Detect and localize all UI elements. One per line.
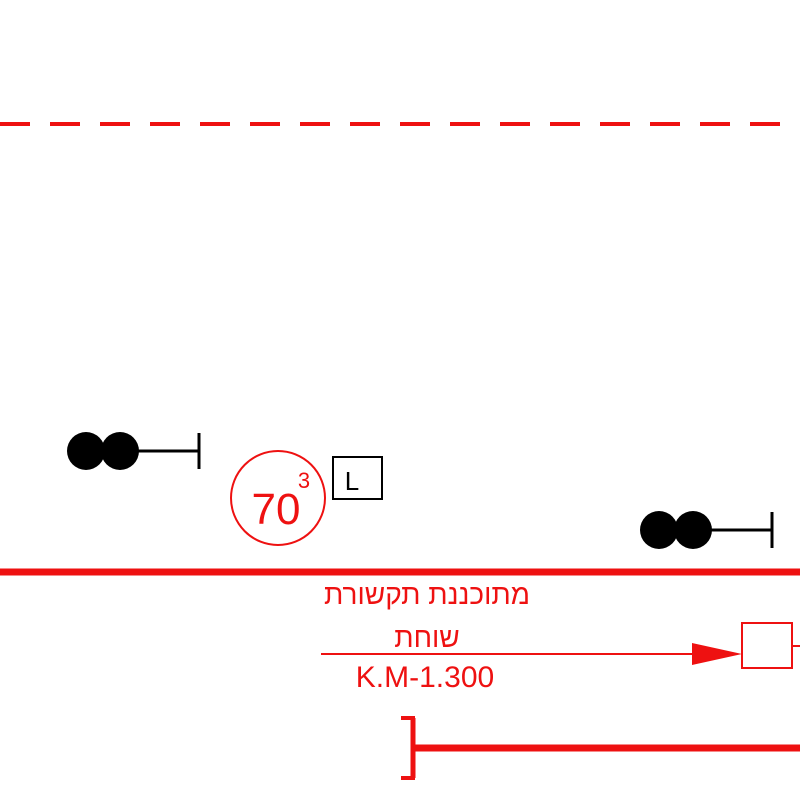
annotation-line-1: מתוכננת תקשורת bbox=[324, 579, 530, 610]
speed-value: 70 bbox=[252, 485, 301, 534]
speed-sign-circle bbox=[230, 450, 326, 546]
leader-arrowhead-icon bbox=[692, 643, 742, 665]
lane-marker-label: L bbox=[345, 466, 359, 496]
annotation-line-2: שוחת bbox=[394, 622, 460, 653]
lane-marker-box: L bbox=[332, 456, 383, 500]
speed-limit-sign: 70 3 bbox=[230, 450, 326, 546]
signal-right-icon bbox=[640, 511, 774, 549]
speed-superscript: 3 bbox=[298, 468, 310, 493]
chainage-label: K.M-1.300 bbox=[356, 661, 494, 694]
track-end-bracket bbox=[401, 716, 800, 780]
planned-manhole-box bbox=[741, 622, 793, 669]
signal-left-icon bbox=[67, 432, 201, 470]
